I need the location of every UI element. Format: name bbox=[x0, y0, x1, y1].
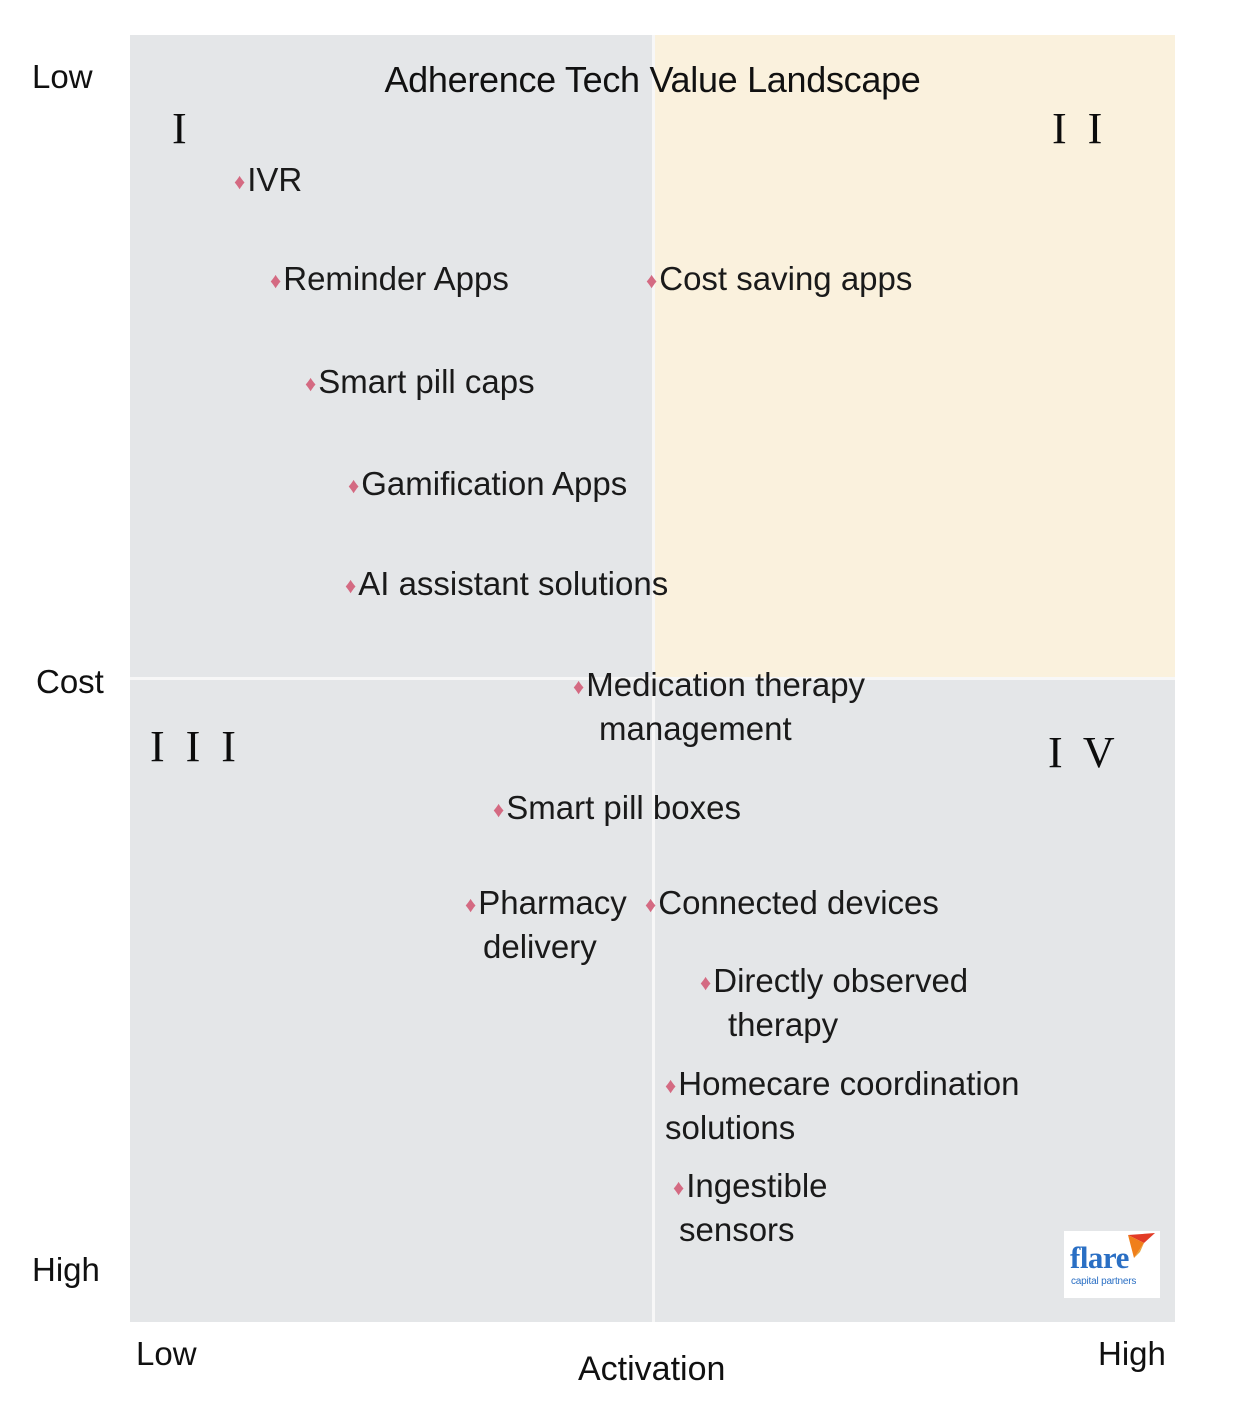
diamond-marker-icon: ♦ bbox=[493, 797, 505, 822]
diamond-marker-icon: ♦ bbox=[465, 892, 477, 917]
diamond-marker-icon: ♦ bbox=[345, 573, 357, 598]
plot-area: Adherence Tech Value Landscape I I I I I… bbox=[130, 35, 1175, 1322]
quadrant-label-3: I I I bbox=[150, 722, 241, 771]
diamond-marker-icon: ♦ bbox=[645, 892, 657, 917]
diamond-marker-icon: ♦ bbox=[348, 473, 360, 498]
data-point-medication-therapy-management: ♦Medication therapy management bbox=[573, 663, 865, 750]
x-axis-left-label: Low bbox=[136, 1335, 197, 1372]
quadrant-2-fill bbox=[652, 35, 1175, 678]
diamond-marker-icon: ♦ bbox=[665, 1073, 677, 1098]
data-point-label: Medication therapy bbox=[586, 666, 866, 703]
y-axis-top-label: Low bbox=[32, 58, 93, 95]
x-axis-title: Activation bbox=[578, 1350, 726, 1388]
data-point-label: AI assistant solutions bbox=[358, 565, 669, 602]
data-point-label: Ingestible bbox=[686, 1167, 828, 1204]
quadrant-label-4: I V bbox=[1048, 728, 1120, 777]
data-point-label: Connected devices bbox=[658, 884, 939, 921]
data-point-ai-assistant-solutions: ♦AI assistant solutions bbox=[345, 562, 668, 606]
data-point-reminder-apps: ♦Reminder Apps bbox=[270, 257, 509, 301]
y-axis-title: Cost bbox=[36, 663, 104, 700]
quadrant-label-1: I bbox=[172, 104, 192, 153]
diamond-marker-icon: ♦ bbox=[270, 268, 282, 293]
data-point-gamification-apps: ♦Gamification Apps bbox=[348, 462, 627, 506]
data-point-homecare-coordination-solutions: ♦Homecare coordination solutions bbox=[665, 1062, 1019, 1149]
data-point-label-line2: delivery bbox=[483, 927, 597, 965]
data-point-label-line2: management bbox=[599, 709, 792, 747]
data-point-ingestible-sensors: ♦Ingestible sensors bbox=[673, 1164, 828, 1251]
data-point-smart-pill-caps: ♦Smart pill caps bbox=[305, 360, 535, 404]
x-axis-right-label: High bbox=[1098, 1335, 1166, 1372]
data-point-pharmacy-delivery: ♦Pharmacy delivery bbox=[465, 881, 627, 968]
flame-icon bbox=[1128, 1233, 1155, 1258]
data-point-label: Gamification Apps bbox=[361, 465, 628, 502]
flare-capital-partners-logo: flare capital partners bbox=[1064, 1231, 1160, 1298]
data-point-label: Reminder Apps bbox=[283, 260, 509, 297]
data-point-label: Pharmacy bbox=[478, 884, 627, 921]
diamond-marker-icon: ♦ bbox=[646, 268, 658, 293]
diamond-marker-icon: ♦ bbox=[234, 169, 246, 194]
quadrant-label-2: I I bbox=[1052, 104, 1108, 153]
data-point-label-line2: therapy bbox=[728, 1005, 839, 1043]
diamond-marker-icon: ♦ bbox=[573, 674, 585, 699]
data-point-label: Cost saving apps bbox=[659, 260, 913, 297]
diamond-marker-icon: ♦ bbox=[673, 1175, 685, 1200]
data-point-label: Smart pill boxes bbox=[506, 789, 741, 826]
y-axis-bottom-label: High bbox=[32, 1251, 100, 1288]
data-point-directly-observed-therapy: ♦Directly observed therapy bbox=[700, 959, 968, 1046]
data-point-label-line2: solutions bbox=[665, 1108, 796, 1146]
data-point-ivr: ♦IVR bbox=[234, 158, 302, 202]
page-title: Adherence Tech Value Landscape bbox=[384, 59, 921, 100]
data-point-cost-saving-apps: ♦Cost saving apps bbox=[646, 257, 912, 301]
data-point-label-line2: sensors bbox=[679, 1210, 795, 1248]
data-point-label: Directly observed bbox=[713, 962, 969, 999]
diamond-marker-icon: ♦ bbox=[305, 371, 317, 396]
data-point-smart-pill-boxes: ♦Smart pill boxes bbox=[493, 786, 741, 830]
data-point-label: Homecare coordination bbox=[678, 1065, 1020, 1102]
data-point-label: IVR bbox=[247, 161, 303, 198]
logo-wordmark: flare bbox=[1070, 1240, 1129, 1275]
diamond-marker-icon: ♦ bbox=[700, 970, 712, 995]
data-point-connected-devices: ♦Connected devices bbox=[645, 881, 939, 925]
data-point-label: Smart pill caps bbox=[318, 363, 535, 400]
horizontal-divider bbox=[130, 677, 1175, 680]
logo-tagline: capital partners bbox=[1071, 1276, 1137, 1287]
